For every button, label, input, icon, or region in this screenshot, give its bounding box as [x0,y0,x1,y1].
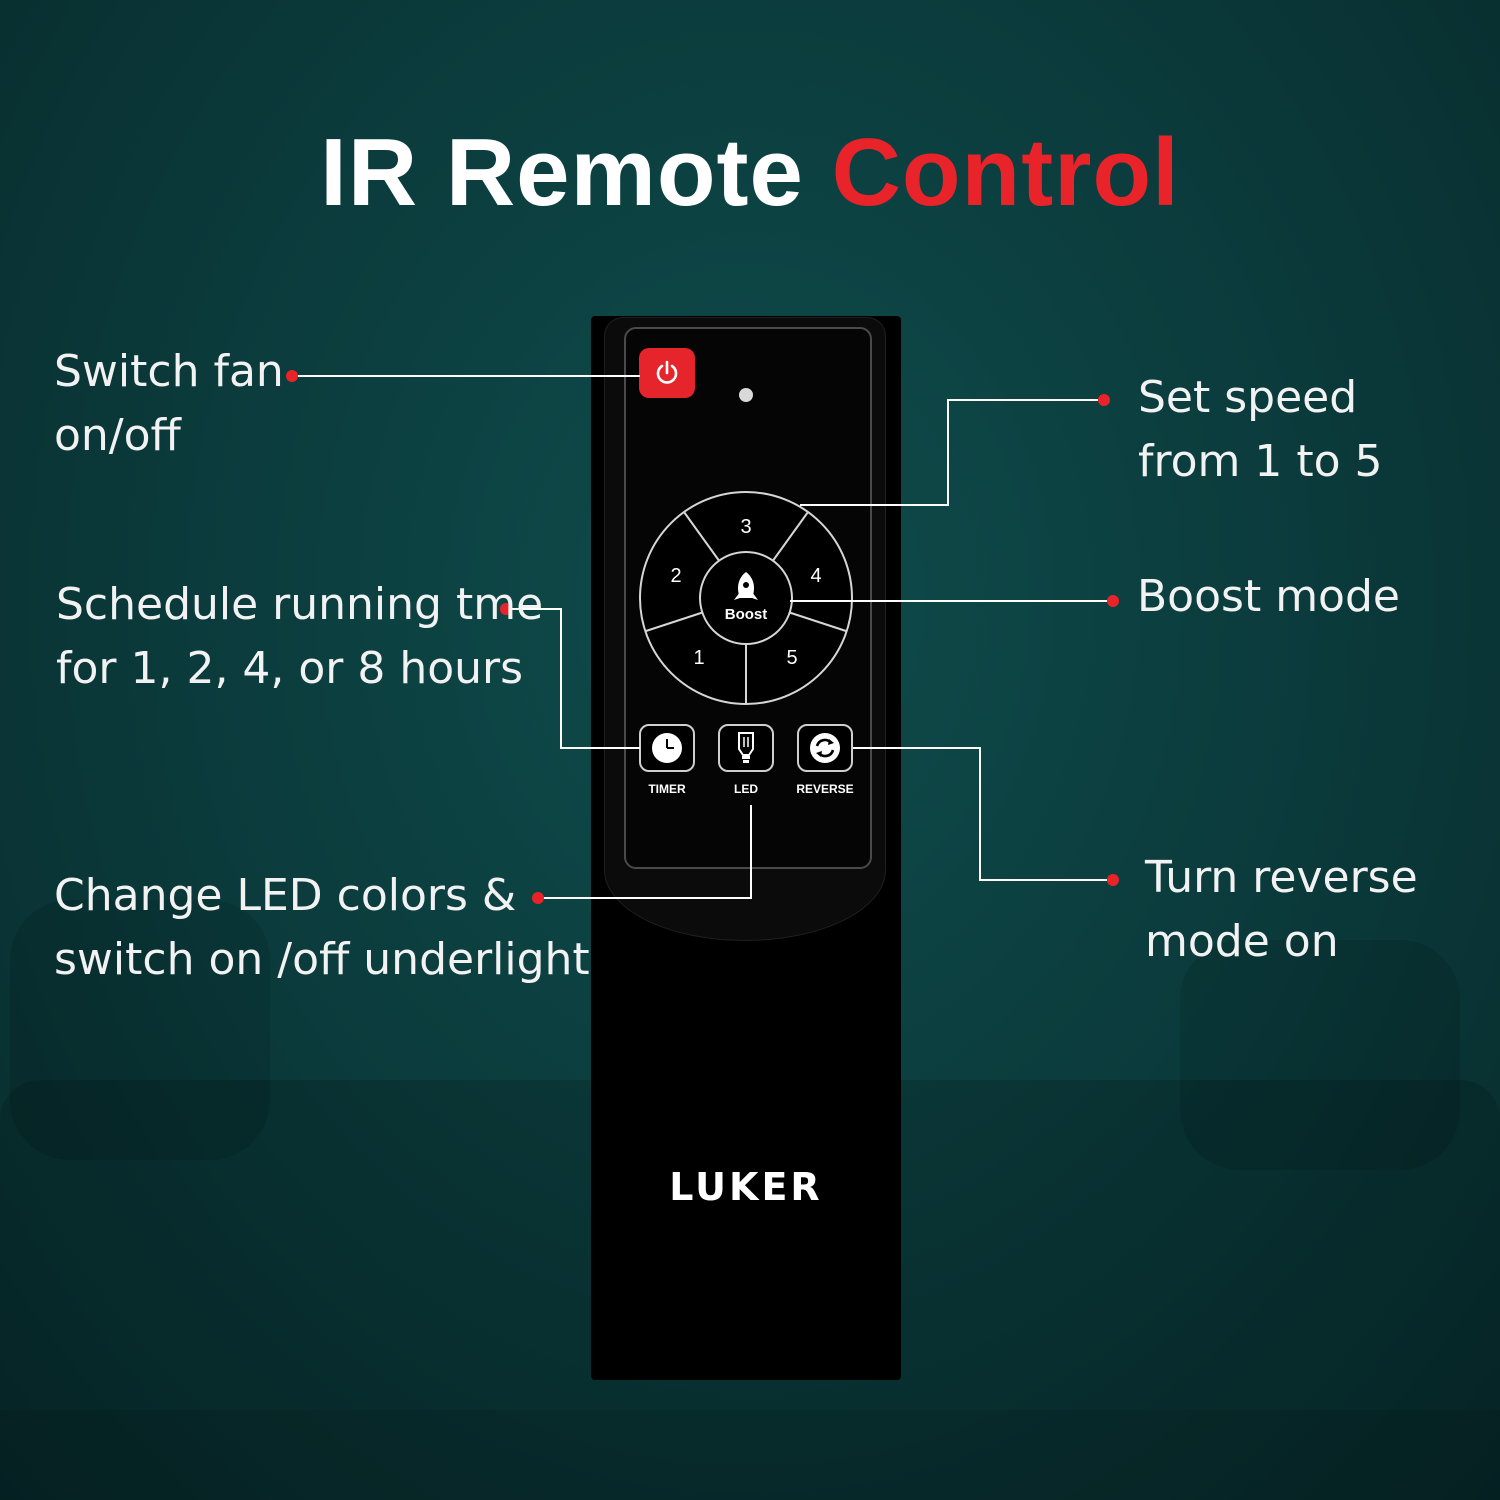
callout-dot-led [532,892,544,904]
title-red-part: Control [831,119,1180,226]
label-reverse: Turn reverse mode on [1145,846,1418,974]
speed-button-2[interactable]: 2 [670,565,681,587]
callout-line-speed [800,399,1104,506]
timer-button[interactable] [639,724,695,772]
speed-button-1[interactable]: 1 [693,647,704,669]
callout-dot-boost [1107,595,1119,607]
bulb-icon [738,732,754,763]
label-speed: Set speed from 1 to 5 [1138,366,1383,494]
speed-dial: 1 2 3 4 5 Boost [639,491,853,705]
label-led-line2: switch on /off underlight [54,934,590,985]
bg-floor [0,1410,1500,1500]
page-title: IR Remote Control [0,118,1500,228]
speed-button-4[interactable]: 4 [810,565,821,587]
label-reverse-line2: mode on [1145,916,1339,967]
callout-line-reverse [853,747,1113,881]
bg-sofa-arm-right [1180,940,1460,1170]
clock-icon [652,733,682,763]
boost-button[interactable]: Boost [725,606,768,623]
speed-button-3[interactable]: 3 [740,516,751,538]
label-reverse-line1: Turn reverse [1145,852,1418,903]
label-power: Switch fan on/off [54,340,284,468]
callout-dot-timer [500,603,512,615]
callout-line-led [538,805,752,899]
led-button[interactable] [718,724,774,772]
callout-dot-speed [1098,394,1110,406]
reverse-caption: REVERSE [796,782,854,796]
speed-button-5[interactable]: 5 [786,647,797,669]
label-boost-line1: Boost mode [1137,571,1400,622]
title-white-part: IR Remote [320,119,804,226]
label-led-line1: Change LED colors & [54,870,517,921]
label-boost: Boost mode [1137,565,1400,629]
led-caption: LED [734,782,758,796]
timer-caption: TIMER [648,782,686,796]
label-timer-line2: for 1, 2, 4, or 8 hours [56,643,524,694]
rocket-icon [734,572,758,600]
bg-sofa-arm-left [10,900,270,1160]
power-button[interactable] [639,348,695,398]
ir-indicator-led [739,388,753,402]
label-speed-line2: from 1 to 5 [1138,436,1383,487]
callout-dot-reverse [1107,874,1119,886]
label-timer: Schedule running tme for 1, 2, 4, or 8 h… [56,573,543,701]
brand-logo: LUKER [669,1165,823,1209]
reverse-button[interactable] [797,724,853,772]
label-speed-line1: Set speed [1138,372,1358,423]
label-timer-line1: Schedule running tme [56,579,544,630]
label-led: Change LED colors & switch on /off under… [54,864,590,992]
power-icon [656,360,678,384]
callout-dot-power [286,370,298,382]
label-power-line2: on/off [54,410,181,461]
label-power-line1: Switch fan [54,346,284,397]
callout-line-timer [506,608,640,749]
reverse-arrows-icon [810,733,840,763]
